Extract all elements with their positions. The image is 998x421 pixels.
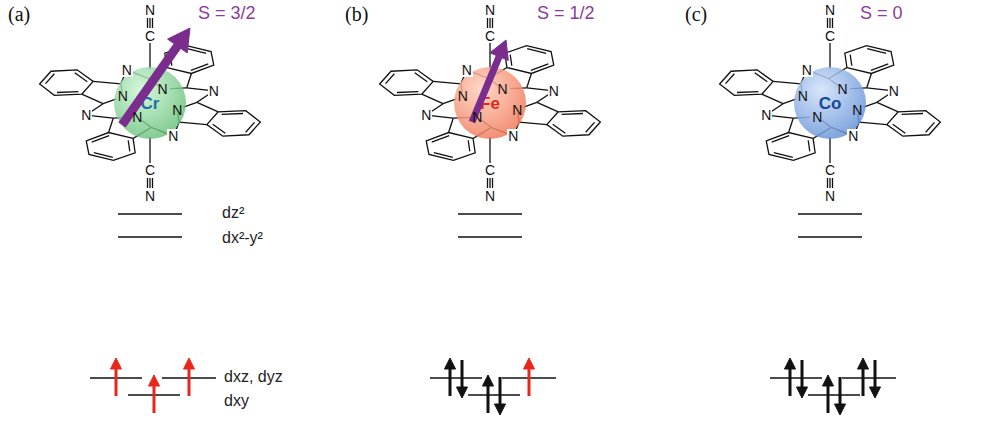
atom-label: N <box>461 63 473 77</box>
atom-label: N <box>171 103 183 117</box>
atom-label: N <box>548 84 560 98</box>
orbital-label: dxy <box>224 393 249 409</box>
atom-label: N <box>797 89 809 103</box>
atom-label: N <box>801 63 813 77</box>
atom-label: N <box>507 129 519 143</box>
atom-label: N <box>144 189 156 203</box>
atom-label: C <box>824 163 836 177</box>
phthalocyanine <box>677 18 984 188</box>
metal-symbol: Co <box>819 95 842 112</box>
atom-label: N <box>471 110 483 124</box>
atom-label: N <box>847 129 859 143</box>
atom-label: N <box>457 89 469 103</box>
atom-label: N <box>484 3 496 17</box>
atom-label: N <box>888 84 900 98</box>
metal-symbol: Cr <box>141 95 160 112</box>
metal-symbol: Fe <box>480 95 500 112</box>
panel-label: (b) <box>345 4 368 24</box>
atom-label: N <box>420 108 432 122</box>
atom-label: N <box>117 89 129 103</box>
atom-label: N <box>824 3 836 17</box>
spin-label: S = 1/2 <box>537 4 595 22</box>
atom-label: N <box>167 129 179 143</box>
energy-levels <box>430 214 556 395</box>
atom-label: N <box>851 103 863 117</box>
spin-label: S = 3/2 <box>198 4 256 22</box>
orbital-label: dz² <box>222 205 244 221</box>
atom-label: N <box>144 3 156 17</box>
atom-label: N <box>131 110 143 124</box>
energy-levels <box>770 214 896 395</box>
atom-label: C <box>484 29 496 43</box>
atom-label: N <box>497 82 509 96</box>
phthalocyanine <box>0 18 303 188</box>
atom-label: C <box>824 29 836 43</box>
panel-label: (a) <box>8 4 30 24</box>
atom-label: N <box>121 63 133 77</box>
atom-label: C <box>484 163 496 177</box>
atom-label: N <box>157 82 169 96</box>
atom-label: N <box>824 189 836 203</box>
atom-label: C <box>144 163 156 177</box>
phthalocyanine <box>337 18 644 188</box>
orbital-label: dxz, dyz <box>224 369 283 385</box>
panel-label: (c) <box>685 4 707 24</box>
atom-label: N <box>80 108 92 122</box>
atom-label: N <box>760 108 772 122</box>
atom-label: C <box>144 29 156 43</box>
orbital-label: dx²-y² <box>222 230 263 246</box>
atom-label: N <box>811 110 823 124</box>
atom-label: N <box>837 82 849 96</box>
atom-label: N <box>511 103 523 117</box>
energy-levels <box>90 214 216 395</box>
spin-label: S = 0 <box>860 4 903 22</box>
atom-label: N <box>208 84 220 98</box>
atom-label: N <box>484 189 496 203</box>
electrons <box>111 358 881 415</box>
